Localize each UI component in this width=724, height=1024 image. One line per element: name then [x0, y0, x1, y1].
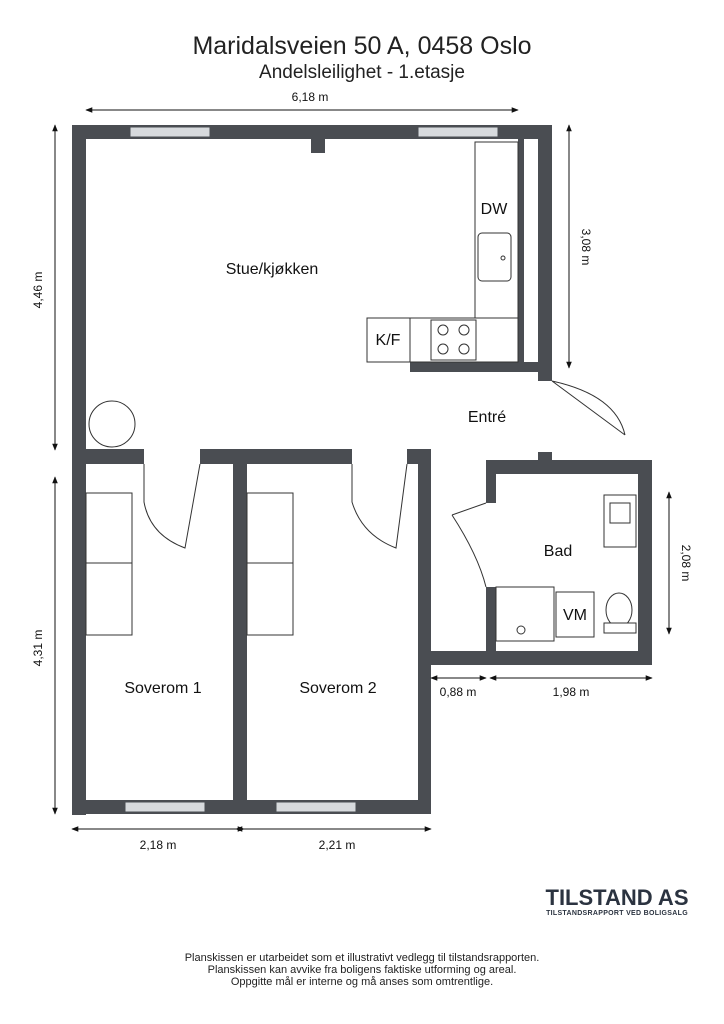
windows: [124, 126, 499, 813]
round-table-icon: [88, 400, 136, 448]
bathroom-fixtures: [495, 494, 637, 642]
dimension-bath-height: 2,08 m: [679, 545, 693, 582]
kitchen-counter: [366, 141, 519, 363]
dimension-bedroom-2-width: 2,21 m: [319, 838, 356, 852]
dimension-bedroom-1-width: 2,18 m: [140, 838, 177, 852]
dimension-lines: [52, 107, 672, 832]
room-label-bedroom-1: Soverom 1: [124, 680, 201, 697]
dimension-left-upper: 4,46 m: [31, 272, 45, 309]
fridge-label: K/F: [376, 332, 401, 349]
disclaimer-line-2: Planskissen kan avvike fra boligens fakt…: [207, 964, 517, 976]
room-label-living: Stue/kjøkken: [226, 261, 318, 278]
room-label-entrance: Entré: [468, 409, 506, 426]
sink-icon: [477, 232, 512, 282]
logo-name: TILSTAND AS: [546, 885, 689, 910]
dimension-kitchen-depth: 3,08 m: [579, 229, 593, 266]
dimension-bath-width: 1,98 m: [553, 685, 590, 699]
dimension-bath-gap: 0,88 m: [440, 685, 477, 699]
dimension-left-lower: 4,31 m: [31, 630, 45, 667]
stove-icon: [430, 319, 477, 361]
room-label-bathroom: Bad: [544, 543, 572, 560]
page-title: Maridalsveien 50 A, 0458 Oslo: [192, 32, 532, 60]
wardrobes: [85, 492, 294, 636]
doors: [143, 380, 626, 588]
disclaimer-line-1: Planskissen er utarbeidet som et illustr…: [184, 952, 540, 964]
room-label-bedroom-2: Soverom 2: [299, 680, 376, 697]
walls: [72, 125, 652, 815]
logo-tagline: TILSTANDSRAPPORT VED BOLIGSALG: [546, 910, 688, 917]
dishwasher-label: DW: [481, 201, 509, 218]
disclaimer-line-3: Oppgitte mål er interne og må anses som …: [230, 976, 494, 988]
page-subtitle: Andelsleilighet - 1.etasje: [259, 62, 465, 83]
dimension-top-width: 6,18 m: [292, 90, 329, 104]
washing-machine-label: VM: [563, 607, 587, 624]
